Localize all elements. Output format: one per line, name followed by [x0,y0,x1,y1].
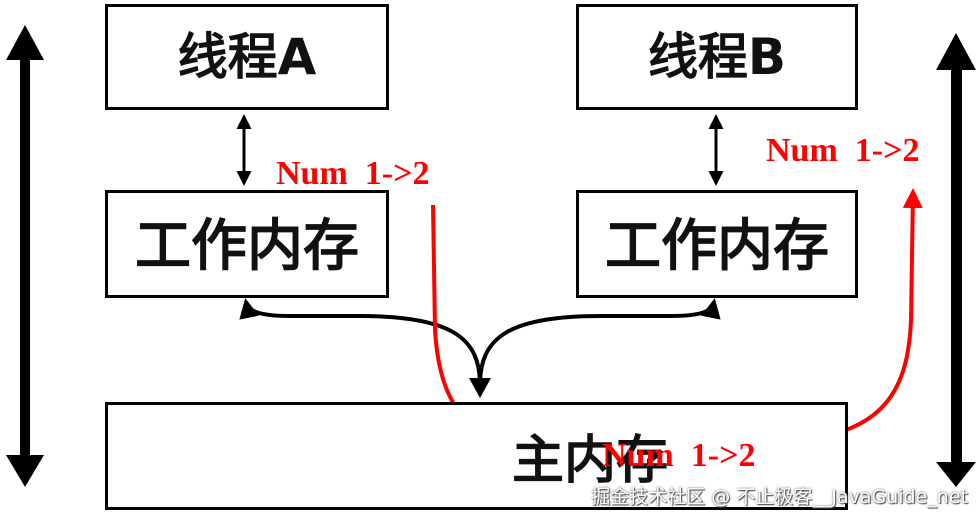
thread-a-box: 线程A [105,4,389,110]
work-memory-a-label: 工作内存 [135,214,359,279]
work-memory-b-box: 工作内存 [576,190,858,298]
thread-b-label: 线程B [647,28,787,86]
main-memory-label: 主内存 [511,431,668,491]
main-memory-box: 主内存 [105,402,848,510]
arrow-main-to-workmem-a [239,298,482,386]
thread-a-label: 线程A [177,28,317,86]
work-memory-a-box: 工作内存 [105,190,389,298]
num-label-main-memory: Num 1->2 [602,437,756,474]
left-double-arrow [6,25,44,487]
thread-b-box: 线程B [576,4,858,110]
arrow-main-to-workmem-b [478,298,721,386]
num-label-thread-a: Num 1->2 [276,155,430,192]
arrow-into-main-memory [469,378,491,398]
work-memory-b-label: 工作内存 [605,214,829,279]
right-double-arrow [936,33,976,487]
watermark: 掘金技术社区 @ 不止极客__JavaGuide_net [591,486,968,508]
num-label-thread-b: Num 1->2 [766,132,920,169]
